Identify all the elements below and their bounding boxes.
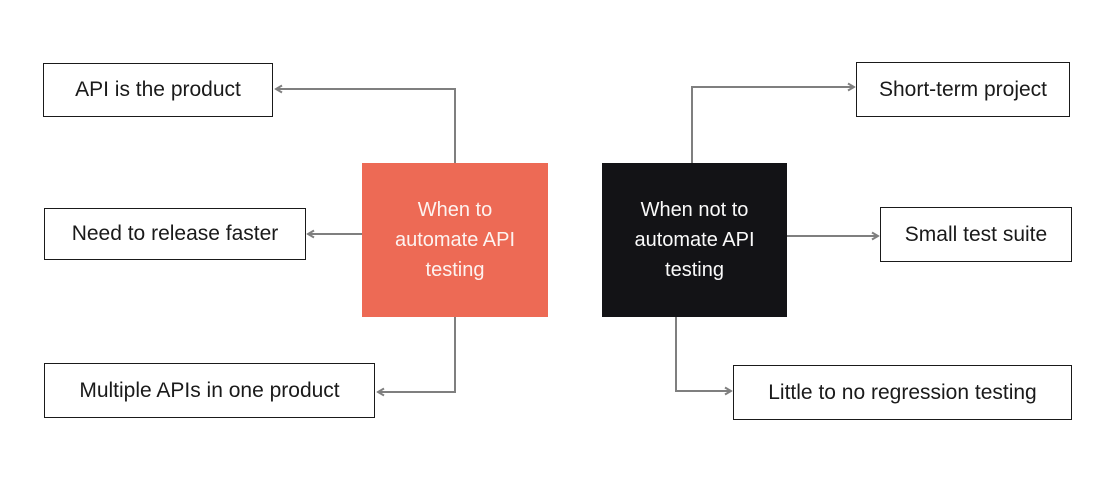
node-when-to-automate-label: When to automate API testing xyxy=(394,199,516,281)
leaf-multiple-apis-in-one-product: Multiple APIs in one product xyxy=(44,363,375,418)
leaf-short-term-project: Short-term project xyxy=(856,62,1070,117)
node-when-to-automate: When to automate API testing xyxy=(362,163,548,317)
connector-short-term xyxy=(691,87,854,163)
leaf-label: Need to release faster xyxy=(71,222,279,245)
connector-regression xyxy=(675,317,731,391)
leaf-label: API is the product xyxy=(75,78,241,101)
node-when-not-to-automate-label: When not to automate API testing xyxy=(634,199,755,281)
leaf-label: Short-term project xyxy=(878,77,1048,101)
leaf-little-to-no-regression-testing: Little to no regression testing xyxy=(733,365,1072,420)
leaf-need-to-release-faster: Need to release faster xyxy=(44,208,306,260)
leaf-label: Small test suite xyxy=(904,222,1048,246)
node-when-not-to-automate: When not to automate API testing xyxy=(602,163,787,317)
leaf-label: Multiple APIs in one product xyxy=(79,378,340,402)
leaf-label: Little to no regression testing xyxy=(768,380,1037,404)
leaf-small-test-suite: Small test suite xyxy=(880,207,1072,262)
connector-api-product xyxy=(276,89,456,163)
leaf-api-is-the-product: API is the product xyxy=(43,63,273,117)
connector-multiple-apis xyxy=(378,317,456,392)
